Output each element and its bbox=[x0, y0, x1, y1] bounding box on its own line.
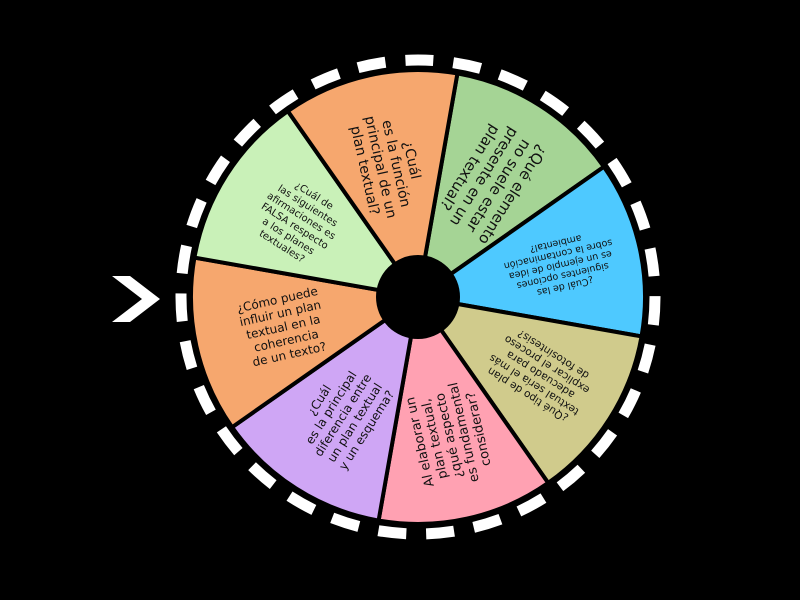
wheel-hub[interactable] bbox=[376, 255, 460, 339]
wheel-segment-6[interactable] bbox=[189, 255, 424, 430]
wheel-segment-1[interactable] bbox=[415, 71, 607, 302]
wheel-segment-3[interactable] bbox=[413, 294, 644, 486]
chevron-right-icon bbox=[112, 276, 160, 322]
wheel-segment-4[interactable] bbox=[376, 291, 551, 526]
wheel-labels: ¿Qué elementono suele estarpresente en u… bbox=[235, 107, 613, 488]
wheel-rim-dashes bbox=[175, 54, 661, 540]
wheel-segments[interactable] bbox=[189, 68, 647, 526]
wheel-segment-2[interactable] bbox=[412, 164, 647, 339]
wheel-segment-label-8: ¿Cuáles la funciónprincipal de unplan te… bbox=[345, 107, 430, 223]
wheel-segment-label-7: ¿Cuál delas siguientesafirmaciones esFAL… bbox=[245, 170, 350, 273]
wheel-segment-7[interactable] bbox=[192, 108, 423, 300]
wheel-segment-8[interactable] bbox=[285, 68, 460, 303]
wheel-segment-5[interactable] bbox=[229, 292, 421, 523]
